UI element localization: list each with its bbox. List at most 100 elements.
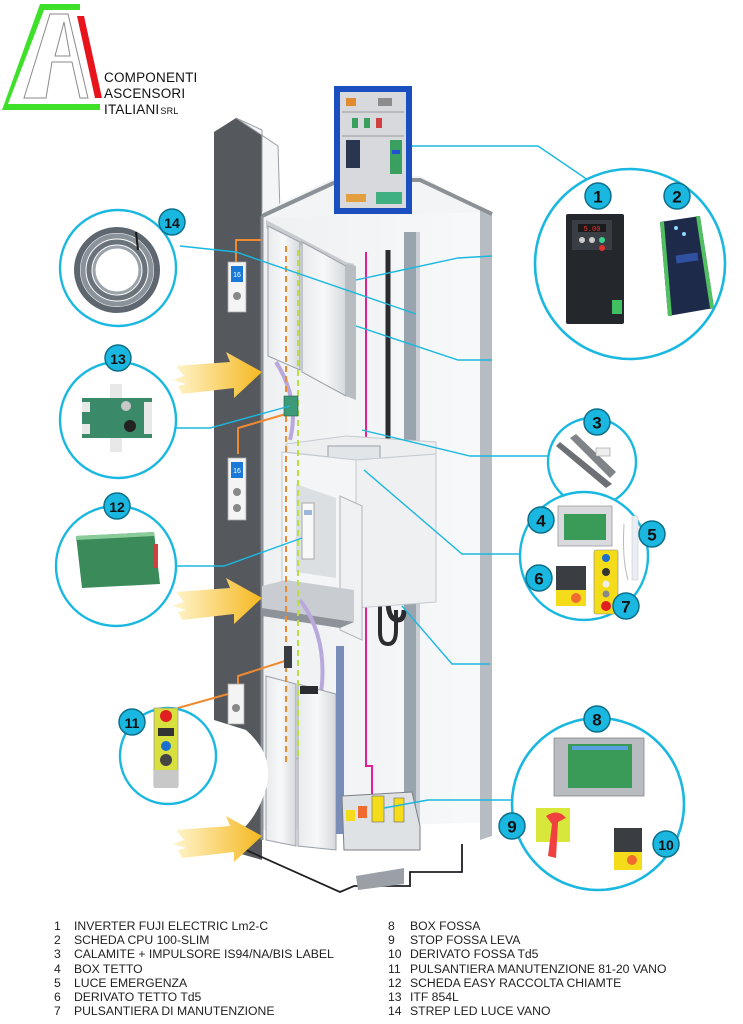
legend-num: 5 bbox=[54, 975, 61, 990]
legend-num: 9 bbox=[388, 933, 395, 948]
door-panel-lower-right bbox=[297, 683, 337, 851]
svg-text:6: 6 bbox=[534, 570, 543, 589]
white-cutout bbox=[214, 720, 269, 838]
landing-door-upper bbox=[266, 220, 356, 400]
callout-group-3: 3 bbox=[546, 408, 638, 508]
leader-13 bbox=[176, 405, 291, 429]
pit-base-slab bbox=[356, 868, 404, 890]
legend-item: 9 STOP FOSSA LEVA bbox=[388, 933, 666, 947]
svg-text:13: 13 bbox=[110, 351, 126, 367]
lower-landing-device bbox=[284, 646, 292, 668]
badge-2: 2 bbox=[663, 182, 691, 210]
logo-line-3-main: ITALIANI bbox=[104, 102, 160, 117]
door-panel-lower-left bbox=[265, 675, 297, 847]
cabin-side bbox=[355, 453, 437, 609]
callout-group-4-7: 4 5 6 7 bbox=[518, 490, 666, 622]
badge-11: 11 bbox=[118, 708, 146, 736]
orange-wire-middle bbox=[237, 413, 287, 454]
badge-13: 13 bbox=[104, 344, 132, 372]
leader-11 bbox=[177, 693, 229, 709]
legend-item: 7 PULSANTIERA DI MANUTENZIONE bbox=[50, 1004, 334, 1018]
legend-text: INVERTER FUJI ELECTRIC Lm2-C bbox=[74, 919, 269, 933]
elevator-pit bbox=[245, 791, 463, 893]
legend-text: STOP FOSSA LEVA bbox=[410, 933, 521, 948]
leader-right-upper-2 bbox=[355, 325, 492, 361]
pit-derivato bbox=[393, 797, 405, 823]
leader-pit bbox=[383, 799, 514, 809]
pulsantiera-vano-image bbox=[153, 707, 179, 788]
legend-num: 3 bbox=[54, 947, 61, 962]
leader-1-2 bbox=[412, 145, 589, 181]
leader-8-10 bbox=[401, 605, 490, 665]
luce-emergenza-image bbox=[623, 515, 639, 581]
legend-text: SCHEDA EASY RACCOLTA CHIAMTE bbox=[410, 975, 622, 990]
legend-text: ITF 854L bbox=[410, 990, 459, 1005]
legend-num: 6 bbox=[54, 990, 61, 1005]
magnet-strip-1 bbox=[556, 442, 612, 488]
lower-floor-indicator bbox=[300, 686, 318, 694]
svg-text:3: 3 bbox=[592, 414, 601, 433]
itf-board-onsite bbox=[283, 395, 299, 417]
logo-line-3: ITALIANISRL bbox=[104, 102, 178, 119]
door-panel-upper-right bbox=[301, 241, 347, 397]
door-frame-lower-blue bbox=[336, 646, 344, 834]
callout-group-13: 13 bbox=[58, 344, 178, 480]
legend-num: 8 bbox=[388, 919, 395, 933]
landing-sill-shadow bbox=[262, 608, 354, 628]
svg-text:8: 8 bbox=[592, 711, 601, 730]
badge-4: 4 bbox=[527, 506, 555, 534]
badge-3: 3 bbox=[583, 408, 611, 436]
legend-text: DERIVATO FOSSA Td5 bbox=[410, 947, 539, 962]
callout-group-1-2: 5.00 1 2 bbox=[533, 167, 727, 361]
svg-text:10: 10 bbox=[658, 837, 674, 853]
svg-text:5: 5 bbox=[647, 526, 656, 545]
itf-854l-image bbox=[82, 384, 152, 452]
cpu-board-image bbox=[660, 216, 714, 316]
logo-line-2: ASCENSORI bbox=[104, 86, 186, 101]
svg-text:2: 2 bbox=[672, 188, 681, 207]
legend-item: 5 LUCE EMERGENZA bbox=[50, 976, 334, 990]
magnet-strip-2 bbox=[570, 434, 616, 478]
badge-9: 9 bbox=[498, 812, 526, 840]
cop-display bbox=[304, 510, 312, 515]
badge-6: 6 bbox=[525, 564, 553, 592]
door-frame-upper bbox=[346, 264, 356, 400]
legend-num: 2 bbox=[54, 933, 61, 948]
badge-1: 1 bbox=[584, 182, 612, 210]
legend-text: LUCE EMERGENZA bbox=[74, 975, 188, 990]
logo-red-bar bbox=[77, 16, 102, 98]
scheda-easy-image bbox=[76, 532, 160, 588]
svg-text:14: 14 bbox=[164, 215, 180, 231]
derivato-fossa-image bbox=[614, 828, 642, 870]
svg-text:11: 11 bbox=[125, 715, 140, 731]
legend-item: 13 ITF 854L bbox=[388, 990, 666, 1004]
legend-text: PULSANTIERA DI MANUTENZIONE bbox=[74, 1004, 275, 1019]
strep-led-coil-image bbox=[74, 227, 160, 313]
svg-text:4: 4 bbox=[536, 512, 546, 531]
landing-call-stations: 16 16 bbox=[227, 261, 247, 725]
call-station-middle: 16 bbox=[227, 457, 247, 521]
inverter-fuji-image: 5.00 bbox=[566, 214, 624, 324]
travelling-cable-2 bbox=[378, 462, 398, 647]
legend-num: 13 bbox=[388, 990, 402, 1005]
svg-text:12: 12 bbox=[109, 499, 125, 515]
logo-green-frame bbox=[2, 4, 100, 110]
legend-num: 12 bbox=[388, 975, 402, 990]
pit-outline bbox=[245, 844, 463, 893]
arrow-middle bbox=[172, 578, 262, 624]
arrow-lower bbox=[172, 816, 262, 862]
call-station-upper: 16 bbox=[227, 261, 247, 313]
box-tetto-image bbox=[557, 505, 613, 547]
logo-line-1: COMPONENTI bbox=[104, 70, 198, 85]
legend-num: 7 bbox=[54, 1004, 61, 1019]
shaft-outer-edge-right bbox=[480, 206, 492, 840]
leader-3 bbox=[361, 429, 552, 457]
